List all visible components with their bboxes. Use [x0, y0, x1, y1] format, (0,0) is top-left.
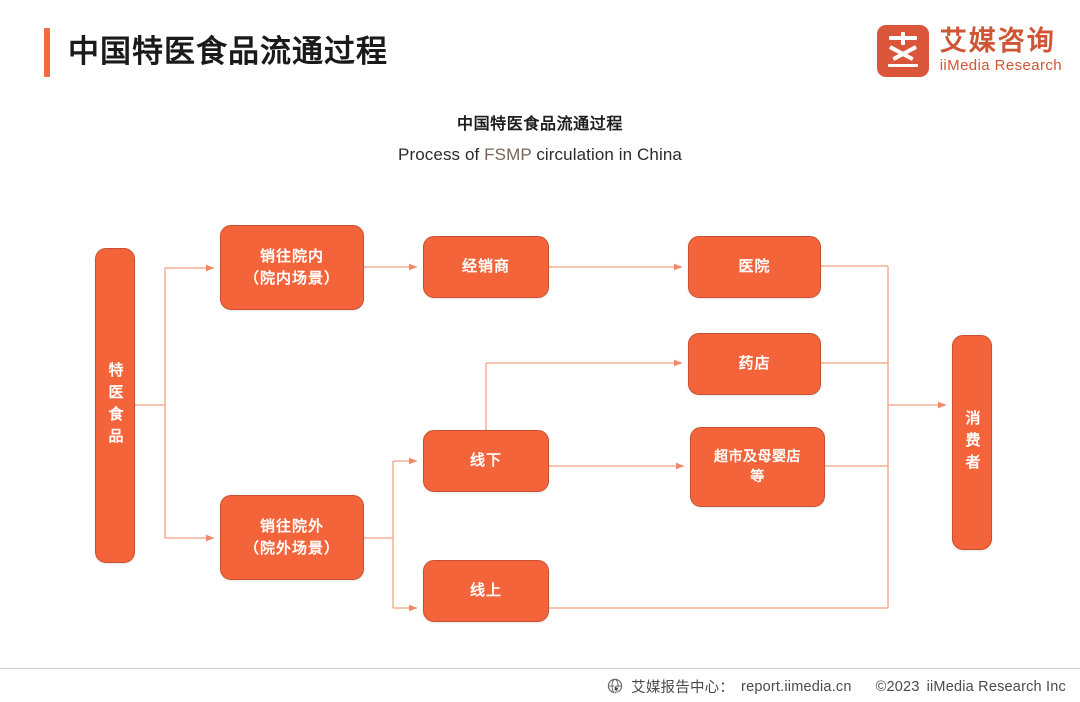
node-hospital[interactable]: 医院 — [688, 236, 821, 298]
node-consumer[interactable]: 消费者 — [952, 335, 992, 550]
node-offline[interactable]: 线下 — [423, 430, 549, 492]
page-footer: 艾媒报告中心： report.iimedia.cn ©2023 iiMedia … — [607, 676, 1066, 697]
node-out-hospital[interactable]: 销往院外 （院外场景） — [220, 495, 364, 580]
page-title: 中国特医食品流通过程 — [68, 34, 388, 70]
logo-name-en: iiMedia Research — [939, 57, 1062, 74]
footer-copyright: ©2023 — [875, 678, 920, 695]
node-distributor[interactable]: 经销商 — [423, 236, 549, 298]
chart-subtitle-before: Process of — [398, 145, 485, 164]
footer-report-url[interactable]: report.iimedia.cn — [741, 678, 852, 695]
node-in-hospital[interactable]: 销往院内 （院内场景） — [220, 225, 364, 310]
node-pharmacy[interactable]: 药店 — [688, 333, 821, 395]
logo-name-cn: 艾媒咨询 — [939, 26, 1056, 57]
footer-report-label: 艾媒报告中心： — [631, 680, 735, 696]
title-accent-bar — [44, 28, 50, 77]
brand-logo: 艾媒咨询 iiMedia Research — [876, 22, 1062, 80]
page-header: 中国特医食品流通过程 艾媒咨询 iiMedia Research — [0, 0, 1080, 100]
chart-subtitle-highlight: FSMP — [484, 145, 532, 164]
node-supermarket[interactable]: 超市及母婴店 等 — [690, 427, 825, 507]
node-online[interactable]: 线上 — [423, 560, 549, 622]
globe-cursor-icon — [607, 678, 623, 694]
iimedia-ai-glyph-icon — [876, 25, 929, 77]
chart-subtitle-after: circulation in China — [531, 145, 682, 164]
chart-subtitle: Process of FSMP circulation in China — [0, 145, 1080, 165]
node-fsmp[interactable]: 特医食品 — [95, 248, 135, 563]
chart-title: 中国特医食品流通过程 — [456, 114, 623, 133]
logo-text: 艾媒咨询 iiMedia Research — [940, 27, 1062, 75]
footer-divider — [0, 668, 1080, 669]
footer-company: iiMedia Research Inc — [926, 678, 1066, 695]
